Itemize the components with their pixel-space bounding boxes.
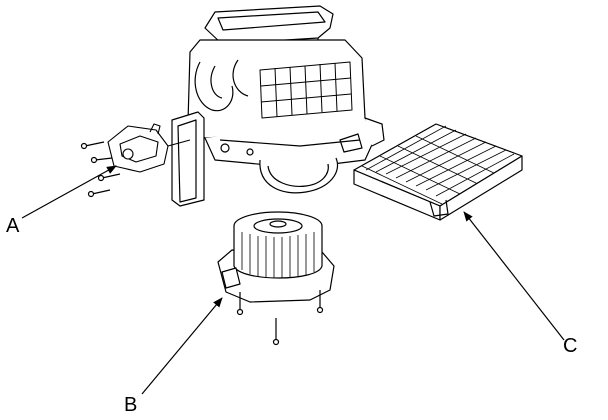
hvac-housing [171,5,385,207]
actuator-motor-a [107,123,191,173]
leader-line-b [141,297,223,395]
callout-label-c: C [563,335,578,357]
cabin-filter-c [353,123,523,221]
actuator-screws [80,141,121,198]
leader-line-c [463,211,565,341]
leader-line-a [21,165,117,219]
blower-motor-b [217,211,335,303]
callout-label-a: A [6,215,20,237]
blower-screws [236,290,324,346]
callout-label-b: B [124,394,138,416]
leader-lines [21,165,565,395]
